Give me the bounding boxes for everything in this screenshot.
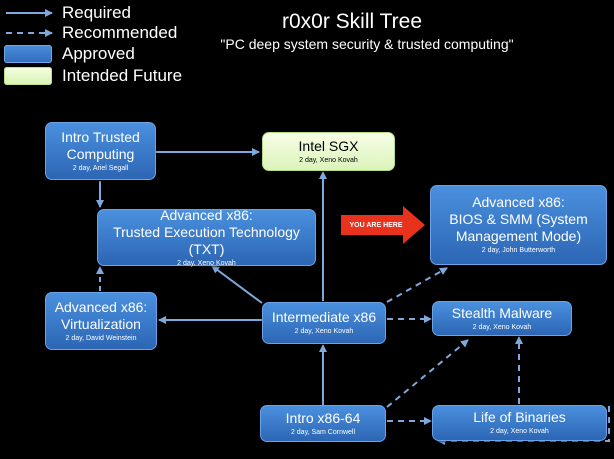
- node-title: Intel SGX: [298, 137, 359, 154]
- red-arrow-icon: [341, 206, 425, 244]
- legend-required-label: Required: [62, 3, 131, 22]
- node-advanced-x86-bios-smm[interactable]: Advanced x86: BIOS & SMM (System Managem…: [430, 185, 607, 265]
- node-subtitle: 2 day, Xeno Kovah: [490, 428, 549, 435]
- node-subtitle: 2 day, Xeno Kovah: [294, 328, 354, 335]
- you-are-here-label: YOU ARE HERE: [349, 221, 403, 229]
- node-intermediate-x86[interactable]: Intermediate x86 2 day, Xeno Kovah: [262, 302, 386, 344]
- node-subtitle: 2 day, Xeno Kovah: [299, 156, 358, 164]
- node-subtitle: 2 day, John Butterworth: [481, 247, 556, 254]
- diagram-title: r0x0r Skill Tree: [281, 10, 423, 33]
- legend-approved-swatch: [4, 45, 52, 63]
- node-stealth-malware[interactable]: Stealth Malware 2 day, Xeno Kovah: [432, 301, 572, 336]
- node-title: Intro x86-64: [285, 409, 361, 426]
- node-title: Intermediate x86: [271, 309, 377, 325]
- legend-recommended: Recommended: [4, 23, 177, 43]
- legend-approved: Approved: [4, 44, 135, 64]
- node-title: Life of Binaries: [473, 409, 566, 425]
- node-advanced-x86-virtualization[interactable]: Advanced x86: Virtualization 2 day, Davi…: [45, 292, 157, 350]
- node-subtitle: 2 day, Ariel Segall: [72, 164, 129, 172]
- legend-approved-label: Approved: [62, 44, 135, 63]
- legend-future-swatch: [4, 67, 52, 85]
- node-subtitle: 2 day, Xeno Kovah: [472, 323, 532, 331]
- node-intro-trusted-computing[interactable]: Intro Trusted Computing 2 day, Ariel Seg…: [45, 122, 156, 180]
- node-intel-sgx[interactable]: Intel SGX 2 day, Xeno Kovah: [262, 132, 395, 171]
- node-life-of-binaries[interactable]: Life of Binaries 2 day, Xeno Kovah: [432, 405, 607, 441]
- edge-intermediate-bios: [386, 267, 448, 303]
- edge-lob-return: [437, 406, 610, 445]
- legend-required: Required: [4, 3, 131, 23]
- diagram-subtitle: "PC deep system security & trusted compu…: [220, 36, 514, 52]
- node-title: Stealth Malware: [451, 304, 553, 321]
- legend-future-label: Intended Future: [62, 66, 183, 85]
- node-subtitle: 2 day, Xeno Kovah: [177, 259, 236, 267]
- node-title: Advanced x86: Trusted Execution Technolo…: [113, 206, 300, 257]
- edge-intro64-stealth: [386, 339, 469, 408]
- node-subtitle: 2 day, Sam Cornwell: [290, 428, 356, 436]
- legend-recommended-label: Recommended: [62, 23, 178, 42]
- edge-intermediate-txt: [211, 265, 263, 304]
- legend-future: Intended Future: [4, 66, 182, 86]
- node-title: Advanced x86: BIOS & SMM (System Managem…: [449, 194, 588, 244]
- node-advanced-x86-txt[interactable]: Advanced x86: Trusted Execution Technolo…: [97, 206, 316, 267]
- you-are-here-marker: YOU ARE HERE: [341, 206, 425, 244]
- node-intro-x86-64[interactable]: Intro x86-64 2 day, Sam Cornwell: [260, 405, 386, 442]
- node-title: Intro Trusted Computing: [61, 128, 140, 162]
- node-subtitle: 2 day, David Weinstein: [65, 334, 137, 342]
- node-title: Advanced x86: Virtualization: [54, 298, 148, 332]
